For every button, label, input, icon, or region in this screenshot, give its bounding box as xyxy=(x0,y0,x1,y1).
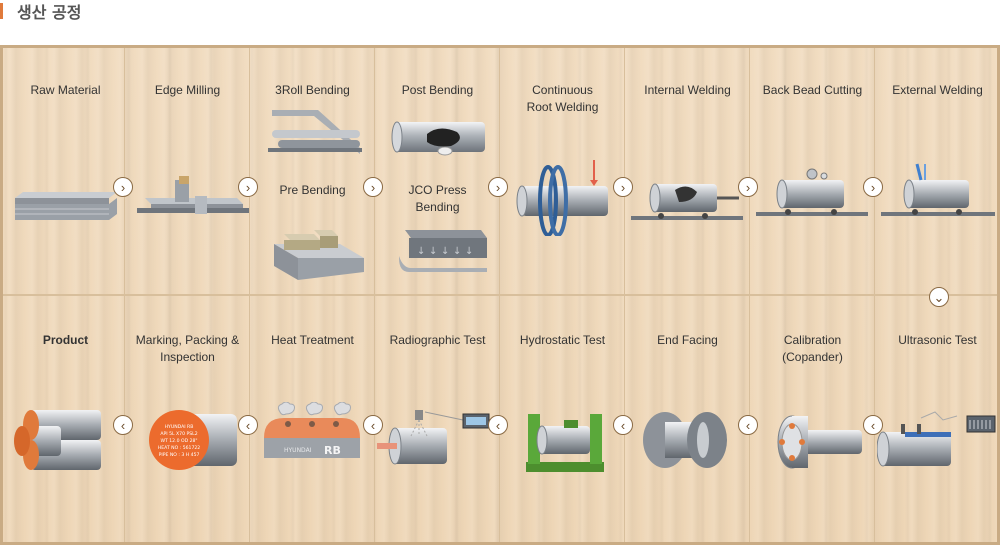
step-calibration: Calibration (Copander) xyxy=(750,296,875,542)
chevron-right-icon: › xyxy=(488,177,508,197)
step-end-facing: End Facing xyxy=(625,296,750,542)
step-roll-bending: 3Roll Bending Pre Bending xyxy=(250,48,375,294)
radiographic-test-illustration xyxy=(377,410,490,465)
end-facing-illustration xyxy=(643,412,727,468)
step-label: 3Roll Bending xyxy=(275,83,350,97)
chevron-left-icon: ‹ xyxy=(238,415,258,435)
step-label: Edge Milling xyxy=(154,83,221,97)
marking-line5: PIPE NO : 3 H 457 xyxy=(159,452,200,458)
step-label: Calibration (Copander) xyxy=(750,332,875,366)
calibration-copander-illustration xyxy=(777,415,862,469)
step-label: Ultrasonic Test xyxy=(898,333,977,347)
title-accent-bar xyxy=(0,3,3,19)
marked-pipe-end-illustration: HYUNDAI RB API 5L X70 PSL2 WT 12.0 OD 28… xyxy=(149,410,237,470)
pre-bending-press-illustration xyxy=(274,230,364,280)
heat-treatment-furnace-illustration: HYUNDAI RB xyxy=(264,402,360,458)
step-label: Back Bead Cutting xyxy=(762,83,863,97)
mpi-label-line2: Inspection xyxy=(160,350,215,364)
row-divider xyxy=(3,294,997,296)
step-label: External Welding xyxy=(892,83,983,97)
chevron-left-icon: ‹ xyxy=(613,415,633,435)
marking-line4: HEAT NO : 561722 xyxy=(158,445,201,451)
marking-line3: WT 12.0 OD 28" xyxy=(160,438,197,444)
steel-plate-stack-illustration xyxy=(15,192,117,220)
ultrasonic-test-illustration xyxy=(877,411,996,467)
marking-line1: HYUNDAI RB xyxy=(165,424,194,430)
chevron-right-icon: › xyxy=(363,177,383,197)
step-label: Hydrostatic Test xyxy=(519,333,606,347)
step-radiographic-test: Radiographic Test xyxy=(375,296,500,542)
step-label: Radiographic Test xyxy=(389,333,486,347)
chevron-down-icon: ⌄ xyxy=(929,287,949,307)
step-heat-treatment: Heat Treatment HYUNDAI RB xyxy=(250,296,375,542)
step-hydrostatic-test: Hydrostatic Test xyxy=(500,296,625,542)
step-label: Raw Material xyxy=(30,83,101,97)
hydrostatic-test-illustration xyxy=(526,414,604,472)
process-grid: Raw Material › Edge Milling › 3 xyxy=(3,48,997,542)
step-marking-packing-inspection: Marking, Packing & Inspection HYUNDAI RB … xyxy=(125,296,250,542)
svg-text:↓: ↓ xyxy=(465,246,473,257)
post-bending-pipe-illustration xyxy=(391,121,485,156)
furnace-brand-text: HYUNDAI xyxy=(284,447,312,454)
chevron-right-icon: › xyxy=(113,177,133,197)
step-internal-welding: Internal Welding xyxy=(625,48,750,294)
chevron-left-icon: ‹ xyxy=(113,415,133,435)
svg-text:↓: ↓ xyxy=(453,246,461,257)
svg-text:↓: ↓ xyxy=(441,246,449,257)
process-board: Raw Material › Edge Milling › 3 xyxy=(0,45,1000,545)
chevron-right-icon: › xyxy=(863,177,883,197)
jco-label-line2: Bending xyxy=(415,200,460,214)
calibration-label-line2: (Copander) xyxy=(782,350,843,364)
step-label: Post Bending xyxy=(401,83,474,97)
step-edge-milling: Edge Milling xyxy=(125,48,250,294)
step-label: End Facing xyxy=(657,333,718,347)
crw-label-line1: Continuous xyxy=(532,83,593,97)
chevron-right-icon: › xyxy=(238,177,258,197)
furnace-logo-text: RB xyxy=(324,444,341,457)
back-bead-cutting-illustration xyxy=(756,168,868,216)
chevron-left-icon: ‹ xyxy=(738,415,758,435)
step-back-bead-cutting: Back Bead Cutting xyxy=(750,48,875,294)
chevron-left-icon: ‹ xyxy=(363,415,383,435)
calibration-label-line1: Calibration xyxy=(783,333,842,347)
chevron-right-icon: › xyxy=(613,177,633,197)
step-ultrasonic-test: Ultrasonic Test xyxy=(875,296,1000,542)
external-welding-illustration xyxy=(881,163,995,216)
jco-press-illustration: ↓ ↓ ↓ ↓ ↓ xyxy=(399,230,487,272)
root-welding-rings-illustration xyxy=(516,160,608,236)
page-title-block: 생산 공정 xyxy=(0,0,81,22)
product-pipes-illustration xyxy=(14,410,101,470)
internal-welding-illustration xyxy=(631,183,743,220)
crw-label-line2: Root Welding xyxy=(526,100,599,114)
step-product: Product xyxy=(3,296,128,542)
step-label: Heat Treatment xyxy=(271,333,354,347)
jco-label-line1: JCO Press xyxy=(408,183,467,197)
step-label: Pre Bending xyxy=(279,183,346,197)
chevron-left-icon: ‹ xyxy=(863,415,883,435)
chevron-right-icon: › xyxy=(738,177,758,197)
step-external-welding: External Welding xyxy=(875,48,1000,294)
step-label: Product xyxy=(42,333,89,347)
svg-text:↓: ↓ xyxy=(429,246,437,257)
mpi-label-line1: Marking, Packing & xyxy=(135,333,240,347)
step-raw-material: Raw Material xyxy=(3,48,128,294)
three-roll-bending-illustration xyxy=(268,110,362,154)
marking-line2: API 5L X70 PSL2 xyxy=(160,431,197,437)
step-label: Marking, Packing & Inspection xyxy=(125,332,250,366)
page-title: 생산 공정 xyxy=(17,3,82,22)
step-label: Internal Welding xyxy=(644,83,731,97)
edge-milling-machine-illustration xyxy=(137,176,249,214)
svg-text:↓: ↓ xyxy=(417,246,425,257)
chevron-left-icon: ‹ xyxy=(488,415,508,435)
